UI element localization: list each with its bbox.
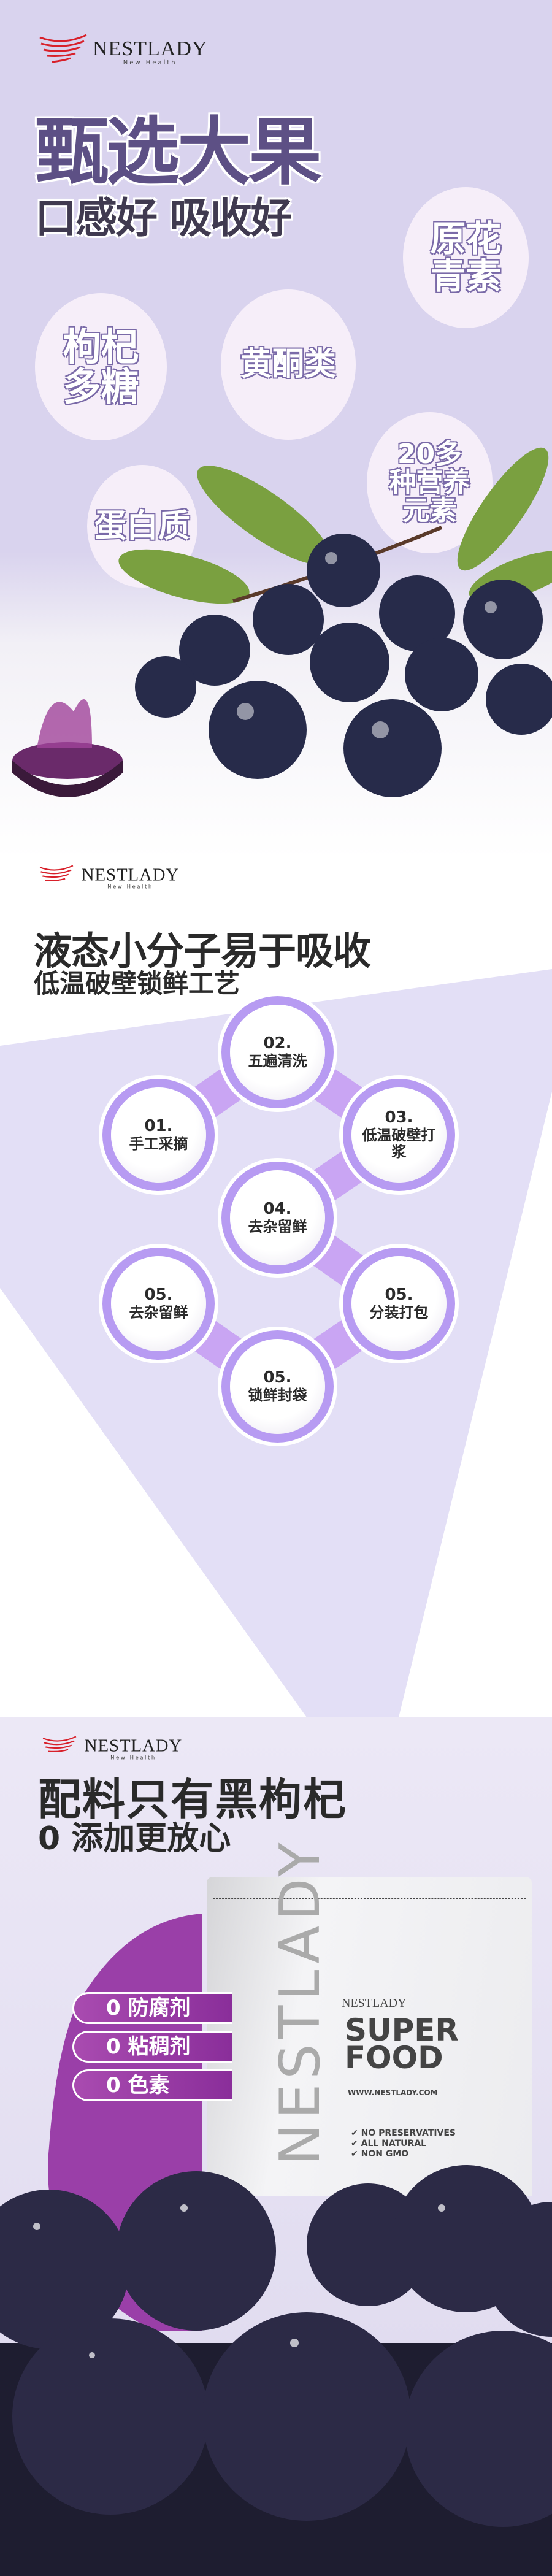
brand-name: NESTLADY <box>93 37 208 60</box>
berries-image <box>0 2165 552 2576</box>
section-subtitle: 0 添加更放心 <box>38 1820 231 1857</box>
pouch-url: WWW.NESTLADY.COM <box>348 2088 438 2097</box>
process-connector <box>140 1029 432 1409</box>
process-step-01: 01.手工采摘 <box>111 1087 206 1183</box>
process-step-05a: 05.去杂留鲜 <box>111 1256 206 1351</box>
section-title: 配料只有黑枸杞 <box>38 1774 347 1825</box>
process-step-05c: 05.锁鲜封袋 <box>230 1339 325 1434</box>
brand-name: NESTLADY <box>84 1736 183 1755</box>
bubble-anthocyanin: 原花青素 <box>403 187 529 328</box>
tear-line <box>213 1898 526 1899</box>
wing-icon <box>42 1736 77 1752</box>
pill-no-coloring: 0 色素 <box>72 2069 232 2101</box>
wing-icon <box>39 865 74 881</box>
berries-leaves-image <box>12 447 552 797</box>
bubble-polysaccharide: 枸杞多糖 <box>35 293 167 440</box>
process-step-05b: 05.分装打包 <box>351 1256 447 1351</box>
bubble-flavonoids: 黄酮类 <box>221 289 356 440</box>
wing-icon <box>39 34 87 63</box>
pouch-vertical-brand: NESTLADY <box>268 1838 332 2165</box>
pouch-super: SUPER <box>345 2012 459 2048</box>
product-pouch: NESTLADY NESTLADY SUPER FOOD WWW.NESTLAD… <box>207 1838 532 2196</box>
page-subtitle: 口感好 吸收好 <box>35 194 293 243</box>
section-subtitle: 低温破壁锁鲜工艺 <box>34 968 240 999</box>
pouch-claims: ✔ NO PRESERVATIVES✔ ALL NATURAL✔ NON GMO <box>351 2128 456 2159</box>
page-title: 甄选大果 <box>35 110 322 195</box>
process-step-04: 04.去杂留鲜 <box>230 1170 325 1265</box>
brand-name: NESTLADY <box>81 865 180 884</box>
pouch-food: FOOD <box>345 2040 443 2076</box>
process-step-02: 02.五遍清洗 <box>230 1005 325 1100</box>
section-title: 液态小分子易于吸收 <box>34 929 371 973</box>
pill-no-preservatives: 0 防腐剂 <box>72 1992 232 2024</box>
process-step-03: 03.低温破壁打浆 <box>351 1087 447 1183</box>
pill-no-thickener: 0 粘稠剂 <box>72 2031 232 2063</box>
pouch-brand: NESTLADY <box>342 1996 407 2010</box>
brand-tagline: New Health <box>123 59 177 66</box>
brand-tagline: New Health <box>107 884 153 890</box>
brand-tagline: New Health <box>110 1755 156 1761</box>
bubble-nutrients: 20多种营养元素 <box>367 412 493 553</box>
